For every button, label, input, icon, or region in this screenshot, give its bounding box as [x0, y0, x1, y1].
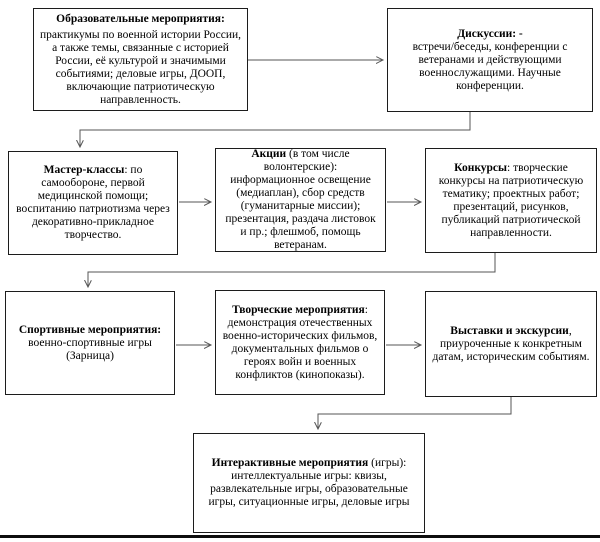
box-body: : творческие конкурсы на патриотическую …: [438, 161, 584, 239]
box-body: (игры): интеллектуальные игры: квизы, ра…: [208, 457, 410, 508]
box-title: Мастер-классы: [43, 164, 125, 176]
arrow-discussions-to-master-classes: [80, 112, 471, 147]
box-sports-events: Спортивные мероприятия:военно-спортивные…: [5, 291, 175, 395]
box-body: военно-спортивные игры (Зарница): [28, 336, 152, 362]
box-title: Образовательные мероприятия:: [56, 12, 225, 25]
box-master-classes: Мастер-классы: по самообороне, первой ме…: [8, 151, 178, 255]
arrow-contests-to-sports: [88, 253, 496, 287]
box-interactive-events: Интерактивные мероприятия (игры): интелл…: [193, 433, 425, 533]
bottom-rule: [0, 535, 600, 538]
box-title: Акции: [251, 148, 287, 160]
box-title: Интерактивные мероприятия: [211, 457, 369, 469]
box-body: встречи/беседы, конференции с ветеранами…: [412, 40, 568, 92]
box-body: практикумы по военной истории России, а …: [39, 28, 242, 106]
box-creative-events: Творческие мероприятия: демонстрация оте…: [215, 290, 385, 395]
box-title: Выставки и экскурсии: [450, 324, 569, 337]
box-educational-events: Образовательные мероприятия: практикумы п…: [33, 8, 248, 111]
arrow-exhibitions-to-interactive: [318, 397, 512, 429]
box-exhibitions: Выставки и экскурсии, приуроченные к кон…: [425, 291, 597, 397]
box-title: Конкурсы: [454, 161, 508, 174]
box-title: Спортивные мероприятия:: [18, 323, 162, 336]
box-body: (в том числе волонтерские): информационн…: [225, 148, 376, 251]
box-title: Творческие мероприятия: [232, 303, 365, 316]
box-actions: Акции (в том числе волонтерские): информ…: [215, 148, 386, 252]
box-discussions: Дискуссии: -встречи/беседы, конференции …: [387, 8, 593, 112]
box-title: Дискуссии: -: [457, 27, 523, 40]
box-body: : по самообороне, первой медицинской пом…: [16, 164, 170, 241]
box-body: : демонстрация отечественных военно-исто…: [222, 303, 378, 381]
box-body: , приуроченные к конкретным датам, истор…: [432, 324, 590, 363]
box-contests: Конкурсы: творческие конкурсы на патриот…: [425, 148, 597, 253]
